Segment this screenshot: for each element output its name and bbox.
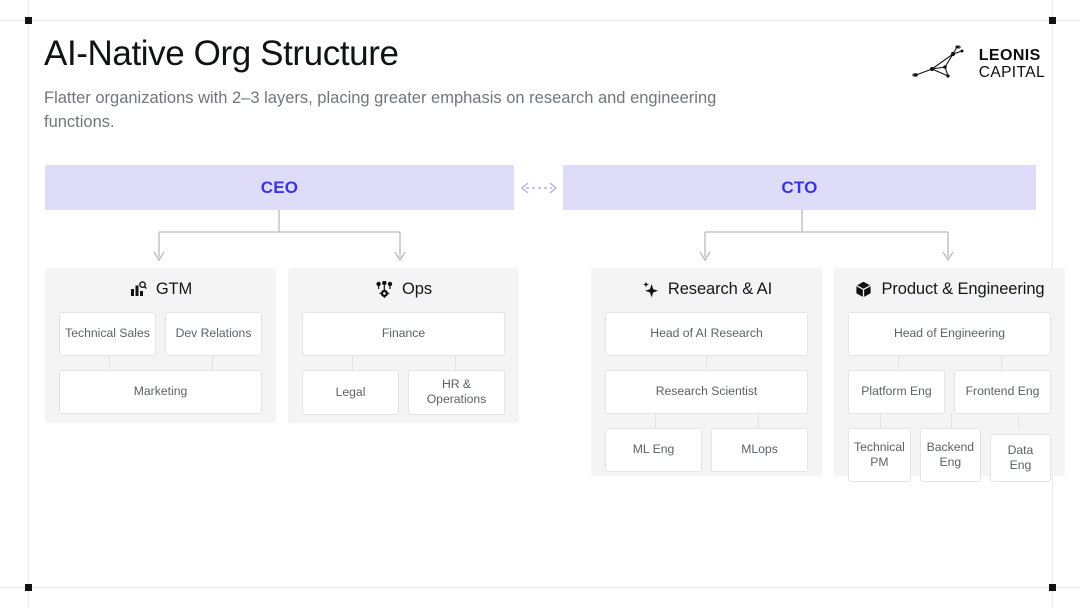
node-data-eng[interactable]: Data Eng (989, 434, 1051, 482)
node-platform-eng[interactable]: Platform Eng (848, 370, 945, 414)
sparkle-icon (641, 280, 660, 299)
node-technical-sales[interactable]: Technical Sales (59, 312, 156, 356)
cube-icon (854, 280, 873, 299)
connector-stub (212, 356, 213, 370)
page-title: AI-Native Org Structure (44, 34, 399, 73)
card-research-ai[interactable]: Research & AI Head of AI Research Resear… (591, 268, 822, 476)
card-ops-header: Ops (302, 280, 505, 299)
card-research-title: Research & AI (667, 280, 773, 298)
node-legal[interactable]: Legal (302, 370, 399, 415)
logo-line-1: LEONIS (978, 47, 1041, 65)
card-ops-title: Ops (402, 280, 432, 298)
node-research-scientist[interactable]: Research Scientist (605, 370, 808, 414)
card-research-row-1: Head of AI Research (605, 312, 808, 370)
node-backend-eng[interactable]: Backend Eng (919, 428, 981, 482)
connector-stub (898, 356, 899, 370)
connector-stub (758, 414, 759, 428)
connector-stub (655, 414, 656, 428)
card-gtm[interactable]: GTM Technical Sales Dev Relations Market… (45, 268, 276, 423)
card-gtm-row-1: Technical Sales Dev Relations (59, 312, 262, 370)
logo-line-2: CAPITAL (978, 63, 1045, 81)
card-product-row-2: Platform Eng Frontend Eng (848, 370, 1051, 428)
card-gtm-row-2: Marketing (59, 370, 262, 414)
node-head-of-engineering[interactable]: Head of Engineering (848, 312, 1051, 356)
crop-mark-top-right (1049, 17, 1056, 24)
chart-search-icon (129, 280, 148, 299)
card-product-row-1: Head of Engineering (848, 312, 1051, 370)
card-product-title: Product & Engineering (881, 280, 1045, 298)
node-finance[interactable]: Finance (302, 312, 505, 356)
page-subtitle: Flatter organizations with 2–3 layers, p… (44, 89, 717, 131)
node-hr-operations[interactable]: HR & Operations (408, 370, 505, 415)
connector-stub (1001, 356, 1002, 370)
slide-canvas: AI-Native Org Structure Flatter organiza… (28, 20, 1065, 588)
card-research-row-2: Research Scientist (605, 370, 808, 428)
connector-stub (880, 414, 881, 428)
connector-stub (951, 414, 952, 428)
connector-stub (706, 356, 707, 370)
card-gtm-header: GTM (59, 280, 262, 299)
logo-wordmark: LEONIS CAPITAL (979, 48, 1045, 80)
card-research-row-3: ML Eng MLops (605, 428, 808, 472)
connector-stub (352, 356, 353, 370)
card-ops[interactable]: Ops Finance Legal HR & Operations (288, 268, 519, 423)
card-product-engineering[interactable]: Product & Engineering Head of Engineerin… (834, 268, 1065, 482)
exec-box-ceo[interactable]: CEO (45, 165, 514, 210)
node-marketing[interactable]: Marketing (59, 370, 262, 414)
exec-box-cto[interactable]: CTO (563, 165, 1036, 210)
crop-mark-top-left (25, 17, 32, 24)
card-product-row-3: Technical PM Backend Eng Data Eng (848, 428, 1051, 482)
guide-line-bottom (0, 587, 1080, 588)
node-frontend-eng[interactable]: Frontend Eng (954, 370, 1051, 414)
connector-stub (109, 356, 110, 370)
card-gtm-title: GTM (155, 280, 193, 298)
constellation-icon (911, 42, 970, 87)
card-research-header: Research & AI (605, 280, 808, 299)
node-dev-relations[interactable]: Dev Relations (165, 312, 262, 356)
org-connectors (45, 210, 1036, 268)
brand-logo: LEONIS CAPITAL (911, 42, 1045, 87)
card-ops-row-2: Legal HR & Operations (302, 370, 505, 415)
node-mlops[interactable]: MLops (711, 428, 808, 472)
node-technical-pm[interactable]: Technical PM (848, 428, 911, 482)
executive-row: CEO CTO (45, 165, 1036, 210)
guide-line-top (0, 20, 1080, 21)
crop-mark-bottom-right (1049, 584, 1056, 591)
gear-controls-icon (375, 280, 394, 299)
guide-line-left (28, 0, 29, 608)
node-ml-eng[interactable]: ML Eng (605, 428, 702, 472)
connector-stub (455, 356, 456, 370)
dashed-double-arrow-icon (516, 180, 562, 196)
card-product-header: Product & Engineering (848, 280, 1051, 299)
crop-mark-bottom-left (25, 584, 32, 591)
node-head-of-ai-research[interactable]: Head of AI Research (605, 312, 808, 356)
slide-header: AI-Native Org Structure Flatter organiza… (44, 34, 1037, 134)
exec-link-connector (514, 180, 563, 196)
connector-stub (1018, 414, 1019, 428)
card-ops-row-1: Finance (302, 312, 505, 370)
